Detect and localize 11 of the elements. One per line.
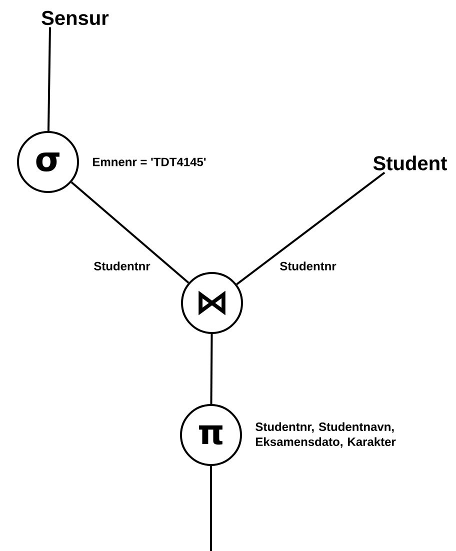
relation-name: Student — [373, 156, 447, 170]
condition-text: Studentnr, Studentnavn, Eksamensdato, Karakter — [256, 422, 396, 448]
connector-line — [236, 172, 386, 286]
connector-line — [70, 181, 190, 284]
edge-label: Studentnr — [92, 260, 152, 272]
relation-name: Sensur — [42, 10, 109, 26]
connector-line — [47, 27, 51, 132]
connector-line — [210, 334, 213, 404]
connector-line — [210, 466, 212, 551]
condition-text: Emnenr = 'TDT4145' — [93, 158, 206, 166]
edge-label: Studentnr — [278, 260, 338, 272]
